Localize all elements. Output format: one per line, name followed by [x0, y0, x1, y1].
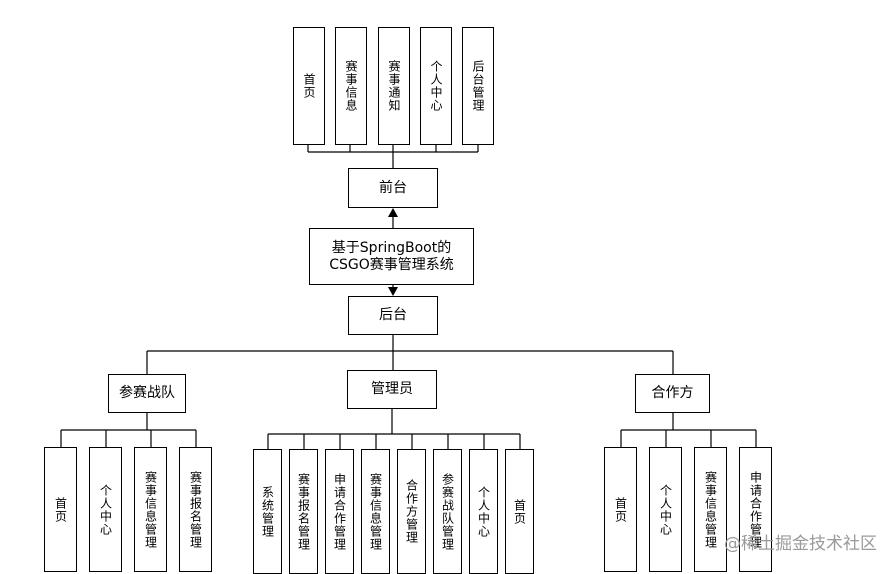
child-label: 赛事报名管理: [296, 472, 311, 551]
top-node-label: 后台管理: [471, 60, 485, 112]
top-node-backend-management: 后台管理: [462, 27, 494, 145]
team-child-personal-center: 个人中心: [89, 447, 122, 572]
partner-child-personal-center: 个人中心: [649, 447, 682, 572]
frontend-label: 前台: [379, 179, 407, 196]
backend-label: 后台: [379, 307, 407, 324]
child-label: 系统管理: [260, 485, 275, 538]
child-label: 首页: [53, 496, 68, 523]
top-node-label: 个人中心: [429, 60, 443, 112]
backend-node: 后台: [348, 296, 438, 335]
partner-child-cooperation-request-management: 申请合作管理: [739, 447, 772, 572]
role-admin: 管理员: [347, 370, 437, 409]
top-node-personal-center: 个人中心: [420, 27, 452, 145]
system-title-line2: CSGO赛事管理系统: [329, 256, 454, 273]
admin-child-system-management: 系统管理: [253, 449, 282, 574]
child-label: 首页: [512, 498, 527, 525]
top-node-home: 首页: [293, 27, 325, 145]
child-label: 个人中心: [98, 483, 113, 536]
role-label: 合作方: [651, 385, 694, 402]
child-label: 申请合作管理: [748, 470, 763, 549]
frontend-node: 前台: [348, 168, 438, 208]
child-label: 合作方管理: [404, 479, 419, 544]
connector-lines: [60, 145, 757, 449]
top-node-event-notice: 赛事通知: [378, 27, 410, 145]
partner-child-home: 首页: [604, 447, 637, 572]
system-title-line1: 基于SpringBoot的: [331, 239, 452, 256]
top-node-label: 首页: [302, 73, 316, 99]
child-label: 赛事信息管理: [368, 472, 383, 551]
role-team: 参赛战队: [108, 374, 186, 413]
partner-child-event-info-management: 赛事信息管理: [694, 447, 727, 572]
top-node-label: 赛事通知: [387, 60, 401, 112]
arrow-up-icon: [388, 208, 398, 217]
team-child-registration-management: 赛事报名管理: [179, 447, 212, 572]
child-label: 首页: [613, 496, 628, 523]
role-partner: 合作方: [635, 374, 710, 413]
top-node-event-info: 赛事信息: [335, 27, 367, 145]
arrow-down-icon: [388, 287, 398, 296]
child-label: 个人中心: [476, 485, 491, 538]
admin-child-event-info-management: 赛事信息管理: [361, 449, 390, 574]
admin-child-registration-management: 赛事报名管理: [289, 449, 318, 574]
team-child-event-info-management: 赛事信息管理: [134, 447, 167, 572]
child-label: 个人中心: [658, 483, 673, 536]
role-label: 参赛战队: [119, 385, 175, 402]
child-label: 赛事信息管理: [703, 470, 718, 549]
admin-child-team-management: 参赛战队管理: [433, 449, 462, 574]
child-label: 参赛战队管理: [440, 472, 455, 551]
admin-child-partner-management: 合作方管理: [397, 449, 426, 574]
system-node: 基于SpringBoot的 CSGO赛事管理系统: [309, 228, 474, 285]
admin-child-personal-center: 个人中心: [469, 449, 498, 574]
child-label: 申请合作管理: [332, 472, 347, 551]
watermark: @稀土掘金技术社区: [724, 534, 877, 554]
team-child-home: 首页: [44, 447, 77, 572]
admin-child-home: 首页: [505, 449, 534, 574]
child-label: 赛事报名管理: [188, 470, 203, 549]
admin-child-cooperation-request-management: 申请合作管理: [325, 449, 354, 574]
top-node-label: 赛事信息: [344, 60, 358, 112]
child-label: 赛事信息管理: [143, 470, 158, 549]
role-label: 管理员: [371, 381, 413, 398]
